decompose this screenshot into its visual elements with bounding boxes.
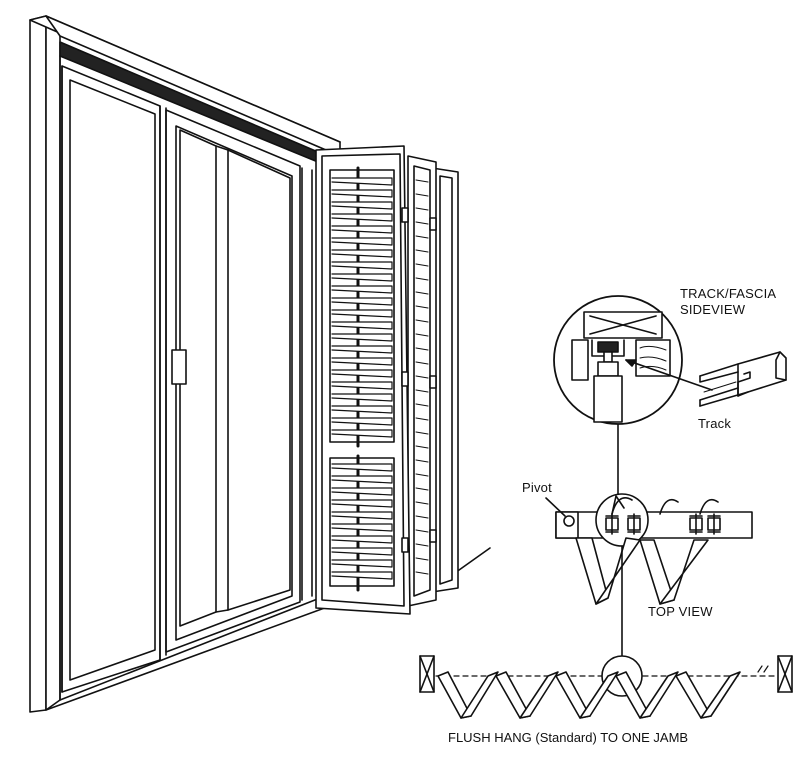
top-view: Pivot TOP VIEW xyxy=(522,480,753,619)
pivot-icon xyxy=(563,515,575,527)
pivot-label: Pivot xyxy=(522,480,552,495)
bifold-shutters xyxy=(315,145,459,615)
door-handle-icon xyxy=(171,349,187,385)
hinge-icon xyxy=(401,371,409,387)
door-frame xyxy=(29,15,491,713)
track-fascia-sideview: TRACK/FASCIA SIDEVIEW Track xyxy=(553,286,787,431)
hinge-icon xyxy=(401,207,409,223)
track-label: Track xyxy=(698,416,731,431)
flush-hang-diagram: FLUSH HANG (Standard) TO ONE JAMB xyxy=(419,655,793,745)
top-view-label: TOP VIEW xyxy=(648,604,713,619)
hinge-icon xyxy=(429,217,437,231)
hinge-icon xyxy=(429,529,437,543)
flush-hang-caption: FLUSH HANG (Standard) TO ONE JAMB xyxy=(448,730,688,745)
sliding-door xyxy=(61,65,313,693)
sideview-label: SIDEVIEW xyxy=(680,302,746,317)
hinge-icon xyxy=(401,537,409,553)
hinge-icon xyxy=(429,375,437,389)
track-fascia-label: TRACK/FASCIA xyxy=(680,286,776,301)
